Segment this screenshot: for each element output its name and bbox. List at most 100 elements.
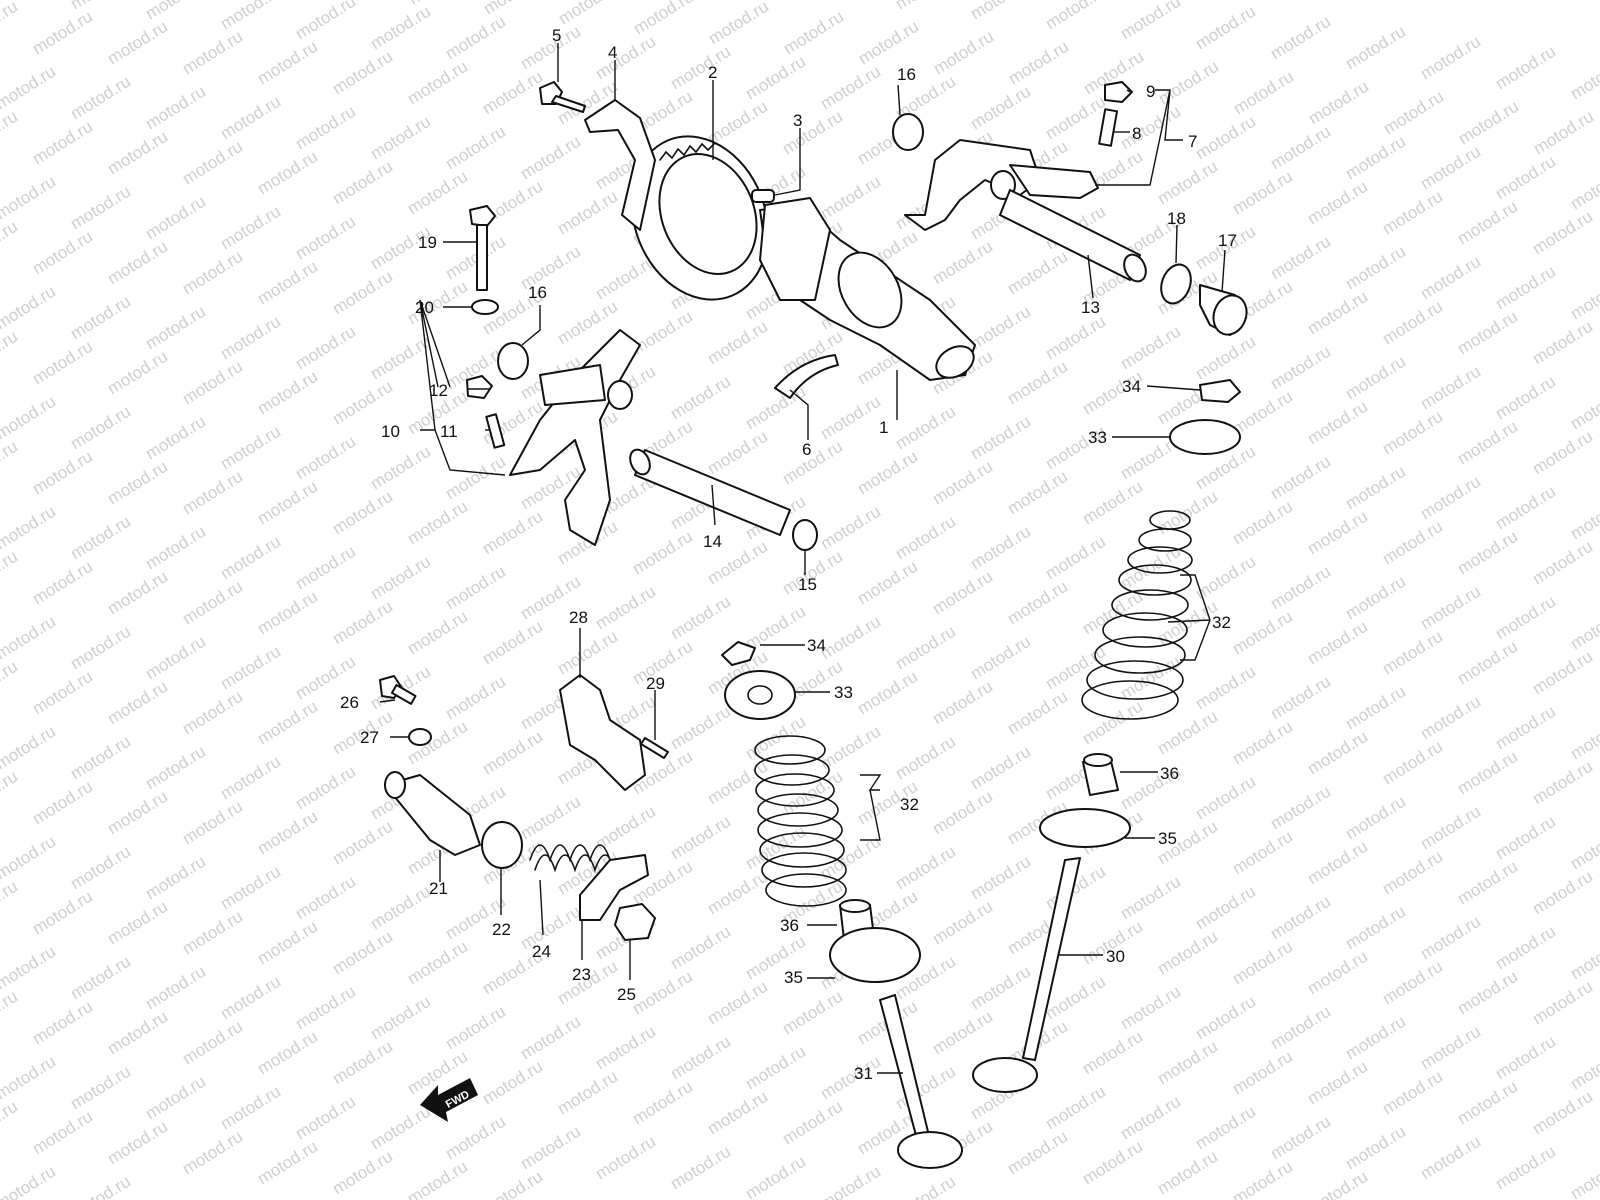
label-27: 27 xyxy=(360,728,379,747)
watermark-text: motod.ru xyxy=(442,232,509,284)
watermark-text: motod.ru xyxy=(67,952,134,1004)
lock-nut-12 xyxy=(466,375,493,399)
camshaft xyxy=(759,197,976,381)
watermark-text: motod.ru xyxy=(1154,927,1221,979)
o-ring-15 xyxy=(792,519,818,551)
watermark-text: motod.ru xyxy=(142,412,209,464)
watermark-text: motod.ru xyxy=(179,247,246,299)
watermark-text: motod.ru xyxy=(0,107,21,159)
watermark-text: motod.ru xyxy=(967,852,1034,904)
watermark-text: motod.ru xyxy=(179,27,246,79)
spring-seat-right xyxy=(1039,808,1131,848)
watermark-text: motod.ru xyxy=(0,282,59,334)
watermark-text: motod.ru xyxy=(817,62,884,114)
watermark-text: motod.ru xyxy=(142,852,209,904)
watermark-text: motod.ru xyxy=(854,447,921,499)
watermark-text: motod.ru xyxy=(742,52,809,104)
watermark-text: motod.ru xyxy=(1304,1167,1371,1200)
watermark-text: motod.ru xyxy=(1154,707,1221,759)
watermark-text: motod.ru xyxy=(1454,1077,1521,1129)
watermark-text: motod.ru xyxy=(29,887,96,939)
watermark-text: motod.ru xyxy=(67,292,134,344)
watermark-text: motod.ru xyxy=(104,237,171,289)
watermark-text: motod.ru xyxy=(892,732,959,784)
watermark-text: motod.ru xyxy=(817,1162,884,1200)
washer-27 xyxy=(408,728,432,746)
watermark-text: motod.ru xyxy=(1567,272,1600,324)
watermark-text: motod.ru xyxy=(1454,307,1521,359)
watermark-text: motod.ru xyxy=(1154,487,1221,539)
watermark-text: motod.ru xyxy=(1492,702,1559,754)
watermark-text: motod.ru xyxy=(780,7,847,59)
watermark-text: motod.ru xyxy=(0,1097,21,1149)
watermark-text: motod.ru xyxy=(404,167,471,219)
watermark-text: motod.ru xyxy=(592,1132,659,1184)
watermark-text: motod.ru xyxy=(704,977,771,1029)
o-ring-16-lower xyxy=(497,342,529,380)
watermark-text: motod.ru xyxy=(104,457,171,509)
watermark-text: motod.ru xyxy=(1342,352,1409,404)
watermark-text: motod.ru xyxy=(142,742,209,794)
watermark-text: motod.ru xyxy=(1530,107,1597,159)
watermark-text: motod.ru xyxy=(1455,97,1522,149)
watermark-text: motod.ru xyxy=(329,1037,396,1089)
watermark-text: motod.ru xyxy=(1042,312,1109,364)
watermark-text: motod.ru xyxy=(667,592,734,644)
watermark-text: motod.ru xyxy=(1567,712,1600,764)
label-16-lower: 16 xyxy=(528,283,547,302)
watermark-text: motod.ru xyxy=(1417,692,1484,744)
watermark-text: motod.ru xyxy=(1380,87,1447,139)
watermark-text: motod.ru xyxy=(1567,822,1600,874)
watermark-text: motod.ru xyxy=(442,12,509,64)
watermark-text: motod.ru xyxy=(1567,932,1600,984)
watermark-text: motod.ru xyxy=(329,377,396,429)
watermark-text: motod.ru xyxy=(1567,492,1600,544)
watermark-text: motod.ru xyxy=(1454,747,1521,799)
watermark-text: motod.ru xyxy=(1154,1147,1221,1199)
watermark-text: motod.ru xyxy=(1529,647,1596,699)
watermark-text: motod.ru xyxy=(704,317,771,369)
watermark-text: motod.ru xyxy=(1229,167,1296,219)
watermark-text: motod.ru xyxy=(1567,1042,1600,1094)
watermark-text: motod.ru xyxy=(1079,697,1146,749)
watermark-text: motod.ru xyxy=(1304,507,1371,559)
watermark-text: motod.ru xyxy=(704,97,771,149)
watermark-text: motod.ru xyxy=(1117,652,1184,704)
watermark-text: motod.ru xyxy=(254,587,321,639)
watermark-text: motod.ru xyxy=(929,567,996,619)
watermark-text: motod.ru xyxy=(1267,342,1334,394)
decompression-bracket xyxy=(559,674,646,791)
label-33-middle: 33 xyxy=(834,683,853,702)
watermark-text: motod.ru xyxy=(817,612,884,664)
watermark-text: motod.ru xyxy=(1042,532,1109,584)
watermark-text: motod.ru xyxy=(929,237,996,289)
watermark-text: motod.ru xyxy=(479,1057,546,1109)
label-26: 26 xyxy=(340,693,359,712)
watermark-text: motod.ru xyxy=(404,497,471,549)
watermark-text: motod.ru xyxy=(1454,527,1521,579)
watermark-text: motod.ru xyxy=(892,402,959,454)
watermark-text: motod.ru xyxy=(1492,482,1559,534)
label-1: 1 xyxy=(879,418,888,437)
label-17: 17 xyxy=(1218,231,1237,250)
watermark-text: motod.ru xyxy=(1192,332,1259,384)
label-31: 31 xyxy=(854,1064,873,1083)
label-25: 25 xyxy=(617,985,636,1004)
watermark-text: motod.ru xyxy=(1342,902,1409,954)
watermark-text: motod.ru xyxy=(1379,627,1446,679)
watermark-text: motod.ru xyxy=(1267,1112,1334,1164)
watermark-text: motod.ru xyxy=(1117,322,1184,374)
label-11: 11 xyxy=(440,422,458,441)
watermark-text: motod.ru xyxy=(254,257,321,309)
label-34-middle: 34 xyxy=(807,636,826,655)
half-moon-plate xyxy=(774,354,839,399)
leader-lines xyxy=(379,43,1226,1074)
watermark-text: motod.ru xyxy=(0,877,21,929)
watermark-text: motod.ru xyxy=(292,542,359,594)
watermark-text: motod.ru xyxy=(29,997,96,1049)
watermark-text: motod.ru xyxy=(1004,687,1071,739)
label-3: 3 xyxy=(793,111,802,130)
watermark-text: motod.ru xyxy=(967,302,1034,354)
watermark-text: motod.ru xyxy=(1417,582,1484,634)
watermark-text: motod.ru xyxy=(217,312,284,364)
